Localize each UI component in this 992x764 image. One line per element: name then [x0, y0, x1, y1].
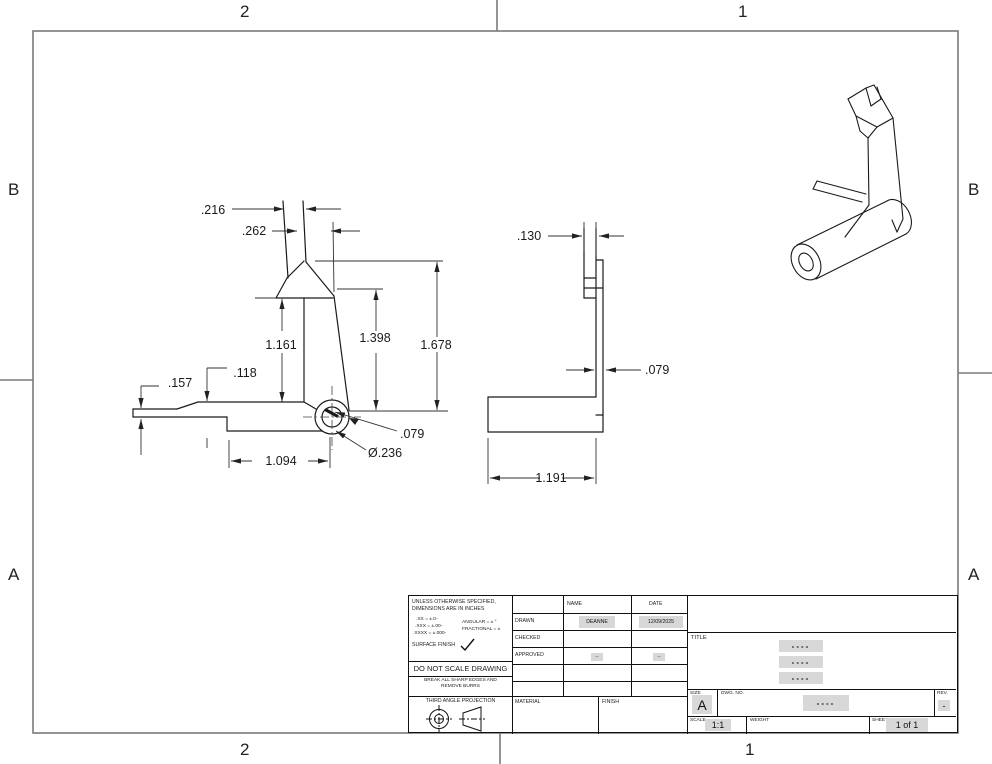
side-view-outline — [487, 227, 604, 433]
approved-label: APPROVED — [515, 652, 544, 658]
zone-label-bottom-1: 1 — [745, 740, 755, 759]
do-not-scale-note: DO NOT SCALE DRAWING — [413, 664, 508, 673]
sheet-value: 1 of 1 — [886, 718, 928, 732]
zone-label-bottom-2: 2 — [240, 740, 250, 759]
dim-base-length-front: 1.094 — [265, 454, 296, 468]
zone-label-left-B: B — [8, 180, 20, 199]
title-label: TITLE — [691, 635, 707, 641]
size-label: SIZE — [690, 690, 701, 696]
tolerance-xxxx: .XXXX = ±.000- — [413, 631, 447, 636]
approved-date-value: -- — [653, 653, 665, 661]
dim-mid-height: 1.398 — [359, 331, 390, 345]
side-view-dim-text: .130 .079 1.191 — [517, 229, 670, 485]
weight-label: WEIGHT — [750, 717, 770, 723]
dwg-no-label: DWG. NO. — [721, 690, 744, 696]
zone-label-right-A: A — [968, 565, 980, 584]
tolerance-fractional: FRACTIONAL = ± — [462, 627, 501, 632]
zone-label-top-2: 2 — [240, 2, 250, 21]
front-view-dim-text: .216 .262 1.161 .118 .157 1.398 1.678 .0… — [168, 203, 452, 468]
size-value: A — [692, 695, 712, 714]
finish-label: FINISH — [602, 699, 620, 705]
dwg-no-value: ---- — [803, 695, 849, 711]
zone-label-right-B: B — [968, 180, 980, 199]
front-view-dim-lines — [138, 206, 448, 468]
dim-overall-height: 1.678 — [420, 338, 451, 352]
dim-base-length-side: 1.191 — [535, 471, 566, 485]
scale-value: 1:1 — [705, 719, 731, 731]
zone-label-left-A: A — [8, 565, 20, 584]
break-edges-note-1: BREAK ALL SHARP EDGES AND — [424, 678, 497, 683]
tolerance-note-line2: DIMENSIONS ARE IN INCHES — [412, 606, 485, 612]
front-view-centerlines — [303, 386, 361, 450]
dim-tube-diameter: Ø.236 — [368, 446, 402, 460]
checkmark-icon — [460, 638, 475, 652]
tolerance-xx: .XX = ±.0- — [416, 617, 438, 622]
drawn-name-value: DEANNE — [579, 616, 615, 628]
isometric-view — [790, 84, 912, 281]
third-angle-projection-icon — [426, 705, 485, 733]
zone-label-top-1: 1 — [738, 2, 748, 21]
dim-wall-thickness: .079 — [400, 427, 424, 441]
dim-step-height: .157 — [168, 376, 192, 390]
date-header: DATE — [649, 601, 663, 607]
title-value-line3: ---- — [779, 672, 823, 684]
scale-label: SCALE — [690, 717, 706, 723]
title-block: UNLESS OTHERWISE SPECIFIED, DIMENSIONS A… — [408, 595, 958, 734]
rev-value: - — [938, 700, 950, 711]
projection-label: THIRD ANGLE PROJECTION — [425, 698, 496, 704]
dim-tab-width: .216 — [201, 203, 225, 217]
approved-name-value: -- — [591, 653, 603, 661]
drawn-label: DRAWN — [515, 618, 535, 624]
tolerance-angular: ANGULAR = ± ° — [462, 620, 497, 625]
surface-finish-label: SURFACE FINISH — [412, 642, 455, 648]
rev-label: REV. — [937, 690, 948, 696]
checked-label: CHECKED — [515, 635, 541, 641]
dim-lip-offset: .118 — [233, 366, 256, 380]
dim-inner-height: 1.161 — [265, 338, 296, 352]
tolerance-note-line1: UNLESS OTHERWISE SPECIFIED, — [412, 599, 496, 605]
drawn-date-value: 12/09/2025 — [639, 616, 683, 628]
dim-plate-thickness: .079 — [645, 363, 669, 377]
sheet-label: SHEET — [872, 717, 888, 723]
material-label: MATERIAL — [515, 699, 541, 705]
break-edges-note-2: REMOVE BURRS — [441, 684, 480, 689]
title-value-line2: ---- — [779, 656, 823, 668]
side-view-dim-lines — [487, 222, 641, 484]
dim-top-width: .130 — [517, 229, 541, 243]
tolerance-xxx: .XXX = ±.00- — [415, 624, 443, 629]
dim-offset: .262 — [242, 224, 266, 238]
name-header: NAME — [567, 601, 582, 607]
title-value-line1: ---- — [779, 640, 823, 652]
